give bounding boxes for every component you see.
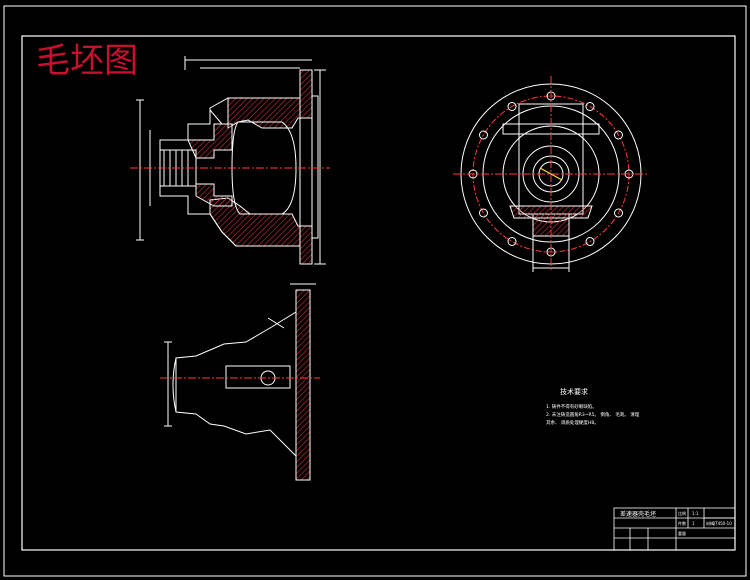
slot-window bbox=[225, 365, 291, 389]
exterior-body bbox=[175, 311, 297, 458]
section-hatch-boss bbox=[187, 123, 233, 159]
title-block bbox=[613, 507, 736, 551]
tech-note-item: 其余、 调质处理硬度HB。 bbox=[546, 419, 599, 426]
bolt-hole bbox=[479, 208, 488, 218]
bolt-hole bbox=[585, 102, 595, 111]
tech-notes-title: 技术要求 bbox=[560, 387, 588, 396]
bolt-hole bbox=[614, 130, 623, 140]
title-block-cell: 件数 bbox=[678, 520, 686, 526]
bolt-hole bbox=[507, 102, 517, 111]
inner-cavity bbox=[231, 121, 297, 215]
exterior-view-bottom bbox=[160, 283, 320, 481]
title-block-part-name: 差速器壳毛坯 bbox=[620, 510, 656, 518]
bolt-hole bbox=[585, 237, 595, 246]
section-hatch-lower bbox=[209, 197, 313, 265]
section-hatch-upper bbox=[227, 69, 313, 129]
bolt-hole bbox=[479, 130, 488, 140]
end-view-circle bbox=[453, 76, 649, 272]
outer-sheet-border bbox=[3, 5, 747, 577]
section-hatch-boss-low bbox=[195, 183, 233, 207]
tech-note-item: 2. 未注铸造圆角R3~R5。 倒角、 毛刺。 清理 bbox=[546, 411, 640, 418]
flange-lip bbox=[311, 95, 319, 239]
tech-note-item: 1. 铸件不得有砂眼缺陷。 bbox=[546, 403, 597, 410]
title-block-cell: QT450-10 bbox=[712, 521, 732, 526]
title-block-cell: 重量 bbox=[678, 530, 686, 536]
watermark-text: 毛坯图 bbox=[36, 41, 138, 81]
bolt-hole bbox=[614, 208, 623, 218]
exterior-flange bbox=[295, 289, 311, 481]
title-block-cell: 1:1 bbox=[692, 511, 699, 516]
title-block-cell: 比例 bbox=[678, 510, 686, 516]
section-view-top bbox=[130, 56, 330, 265]
title-block-cell: 1 bbox=[692, 521, 695, 526]
inner-frame-border bbox=[21, 35, 736, 551]
bolt-hole bbox=[507, 237, 517, 246]
technical-notes: 技术要求 1. 铸件不得有砂眼缺陷。 2. 未注铸造圆角R3~R5。 倒角、 毛… bbox=[546, 387, 640, 426]
title-block-cell: 材料 bbox=[706, 520, 714, 526]
